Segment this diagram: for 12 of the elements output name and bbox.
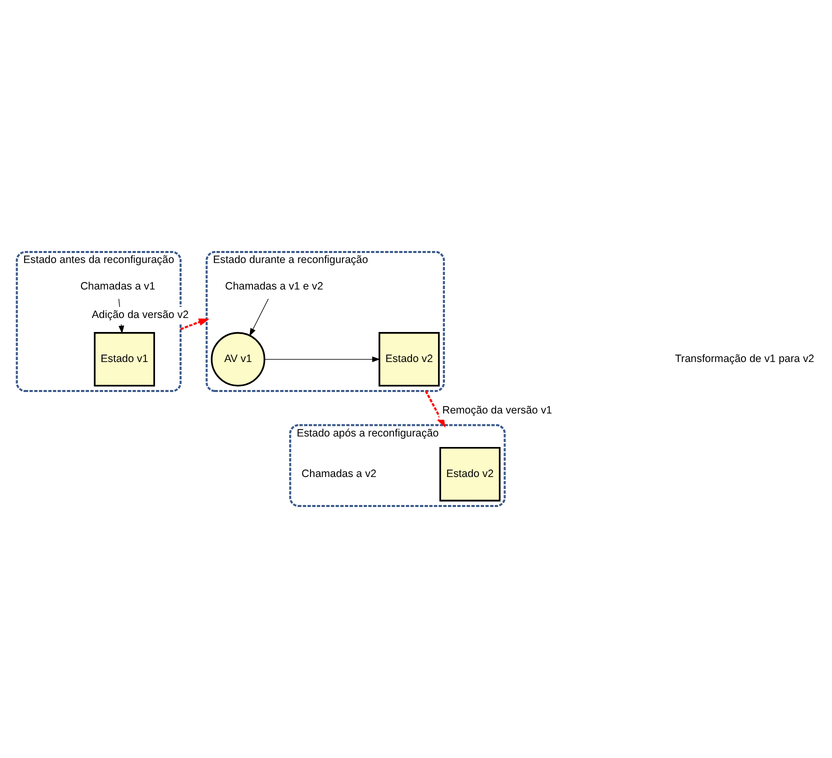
arrow [264,356,380,362]
node-box: Estado v2 [378,332,440,387]
node-text: Chamadas a v1 e v2 [225,280,324,292]
arrow [180,318,210,330]
node-box: Estado v2 [439,447,501,502]
node-circle: AV v1 [210,332,266,387]
node-text: Chamadas a v2 [302,468,376,480]
edge-label: Remoção da versão v1 [442,404,552,417]
arrow [249,298,269,336]
node-box: Estado v1 [94,332,156,387]
label: Transformação de v1 para v2 [675,352,814,365]
node-text: Chamadas a v1 [80,280,156,292]
